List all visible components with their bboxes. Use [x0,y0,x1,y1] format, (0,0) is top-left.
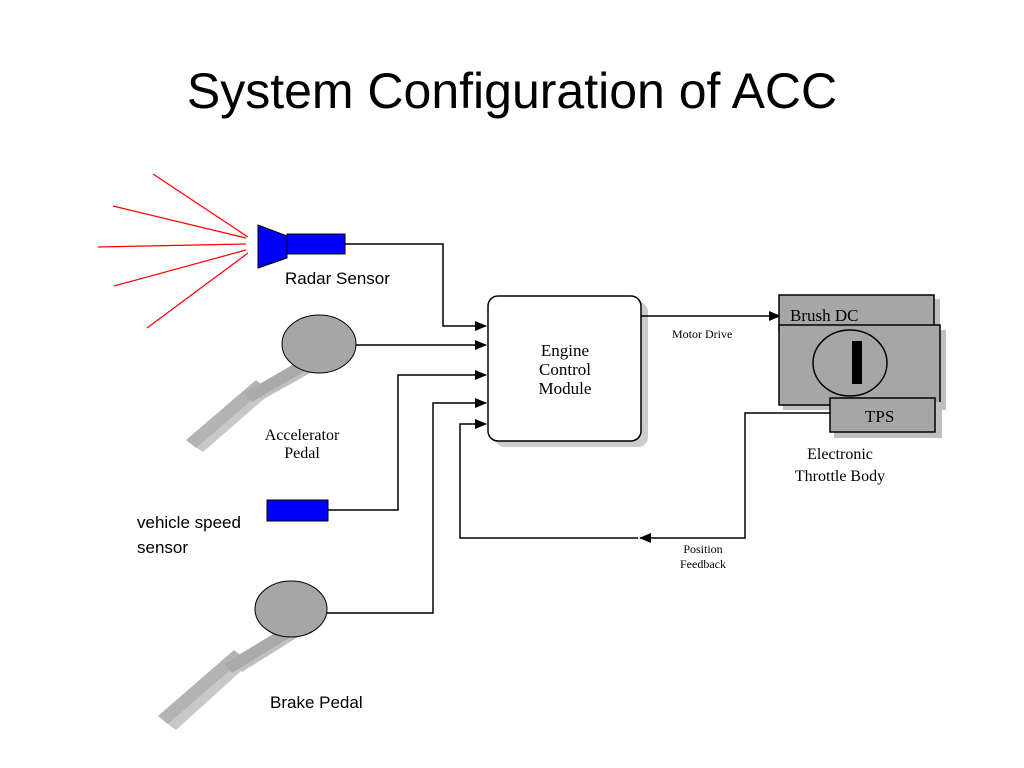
motor-drive-label: Motor Drive [672,327,732,341]
input-wires [327,243,830,614]
slide-title: System Configuration of ACC [186,63,838,119]
radar-beam-5 [146,252,249,329]
tps-label: TPS [865,407,894,426]
throttle-shaft [852,341,862,384]
electronic-throttle-body-icon [778,294,946,438]
engine-control-module-box [487,295,642,442]
vehicle-speed-sensor-icon [266,499,329,522]
ecm-label-3: Module [539,379,592,398]
throttle-body-label-2: Throttle Body [795,468,885,485]
accelerator-pedal-label-1: Accelerator [265,427,340,444]
accelerator-pedal-label-2: Pedal [284,445,320,462]
ecm-label-2: Control [539,360,591,379]
radar-sensor-icon [257,224,346,269]
radar-beam-1 [152,173,249,238]
tps-box [829,397,936,433]
tps-feedback-wire [639,412,830,543]
accelerator-pedal-icon [186,314,357,452]
brake-pedal-label: Brake Pedal [270,693,363,712]
throttle-plate-circle [812,329,888,397]
position-feedback-label-2: Feedback [680,557,726,571]
radar-beam-2 [112,205,247,239]
vehicle-speed-sensor-label-1: vehicle speed [137,513,241,532]
radar-beam-4 [113,249,247,287]
speed-sensor-to-ecm-wire [328,370,487,511]
position-feedback-label-1: Position [683,542,722,556]
feedback-to-ecm-wire [459,419,638,539]
throttle-body-label-1: Electronic [807,446,873,463]
brake-to-ecm-wire [327,398,487,614]
radar-to-ecm-wire [345,243,487,331]
radar-beam-3 [97,243,247,248]
radar-sensor-label: Radar Sensor [285,269,390,288]
ecm-label-1: Engine [541,341,589,360]
brake-pedal-icon [158,580,328,730]
radar-beams [97,173,249,329]
brush-dc-label: Brush DC [790,306,858,325]
vehicle-speed-sensor-label-2: sensor [137,538,188,557]
